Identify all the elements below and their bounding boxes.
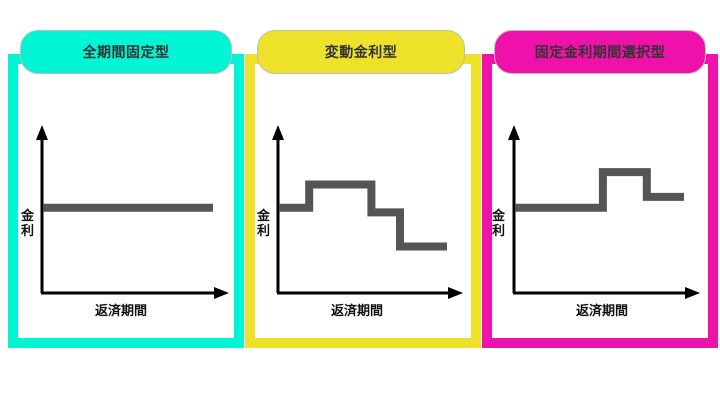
y-axis-arrowhead [508, 125, 520, 140]
rate-chart: 金 利 返済期間 [256, 125, 463, 319]
x-axis-label: 返済期間 [95, 303, 147, 319]
y-axis-label-top: 金 [256, 208, 271, 224]
panel-title: 固定金利期間選択型 [494, 30, 706, 74]
panel-variable: 変動金利型 金 利 返済期間 [245, 30, 481, 348]
panel-title: 全期間固定型 [20, 30, 232, 74]
x-axis-arrowhead [214, 287, 229, 299]
x-axis-arrowhead [685, 287, 700, 299]
x-axis-label: 返済期間 [331, 303, 383, 319]
y-axis-arrowhead [36, 125, 48, 140]
panel-fixed-period-selection: 固定金利期間選択型 金 利 返済期間 [482, 30, 718, 348]
y-axis-label-bottom: 利 [257, 223, 270, 239]
y-axis-arrowhead [272, 125, 284, 140]
y-axis-label-bottom: 利 [21, 223, 34, 239]
rate-line [515, 168, 684, 212]
x-axis-label: 返済期間 [576, 303, 628, 319]
x-axis-arrowhead [448, 287, 463, 299]
y-axis-label-top: 金 [491, 208, 506, 224]
panel-title: 変動金利型 [257, 30, 465, 74]
y-axis-label-top: 金 [20, 208, 35, 224]
rate-chart: 金 利 返済期間 [491, 125, 700, 319]
panel-full-fixed: 全期間固定型 金 利 返済期間 [8, 30, 244, 348]
rate-chart: 金 利 返済期間 [20, 125, 229, 319]
y-axis-label-bottom: 利 [492, 223, 505, 239]
rate-line [279, 180, 447, 251]
